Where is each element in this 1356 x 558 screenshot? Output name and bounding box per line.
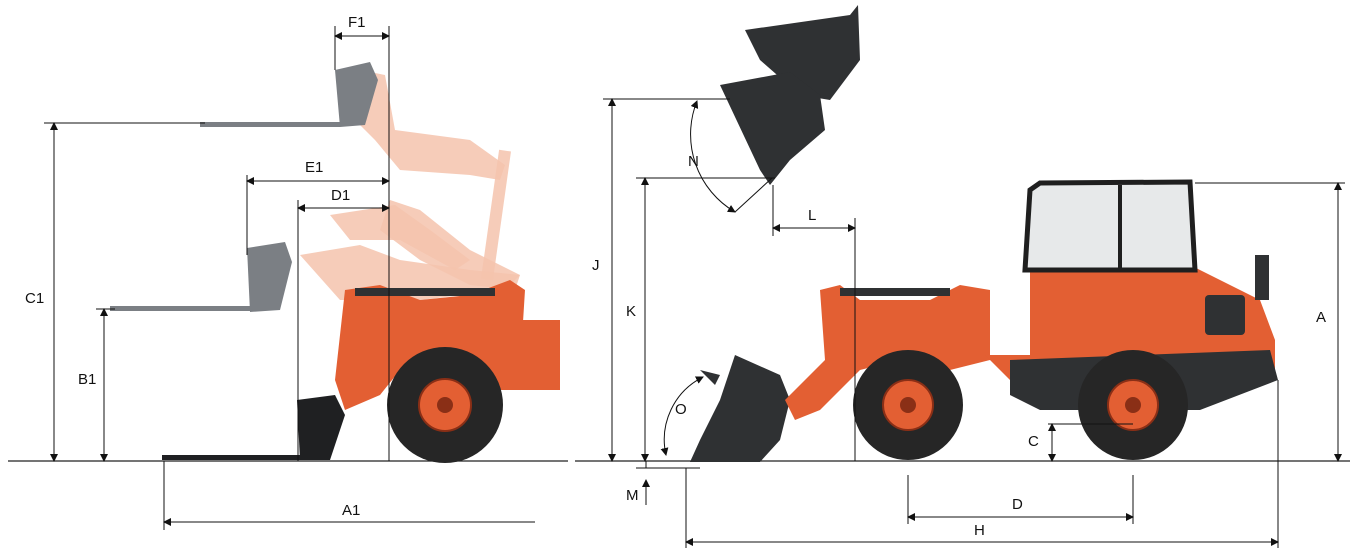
label-o: O bbox=[675, 401, 687, 418]
label-j: J bbox=[592, 257, 600, 274]
label-d: D bbox=[1012, 496, 1023, 513]
cab bbox=[1022, 179, 1269, 300]
fork-top bbox=[200, 62, 378, 127]
label-m: M bbox=[626, 487, 639, 504]
label-e1: E1 bbox=[305, 159, 323, 176]
label-c: C bbox=[1028, 433, 1039, 450]
fork-ground bbox=[162, 395, 345, 460]
label-k: K bbox=[626, 303, 636, 320]
ghost-arm-mid bbox=[330, 205, 470, 270]
label-l: L bbox=[808, 207, 816, 224]
label-n: N bbox=[688, 153, 699, 170]
label-c1: C1 bbox=[25, 290, 44, 307]
label-d1: D1 bbox=[331, 187, 350, 204]
label-b1: B1 bbox=[78, 371, 96, 388]
dim-arc-o bbox=[660, 376, 704, 456]
wheel-left bbox=[387, 347, 503, 463]
loader-arm-right bbox=[785, 285, 990, 420]
label-h: H bbox=[974, 522, 985, 539]
angle-line-n bbox=[734, 177, 773, 213]
wheel-front-right bbox=[853, 350, 963, 460]
ghost-boom-raised bbox=[300, 70, 520, 300]
label-a1: A1 bbox=[342, 502, 360, 519]
wheel-rear-right bbox=[1078, 350, 1188, 460]
dim-arc-n bbox=[690, 100, 736, 213]
label-a: A bbox=[1316, 309, 1326, 326]
fork-mid bbox=[110, 242, 292, 312]
bucket-raised-dump bbox=[720, 72, 825, 185]
bucket-ground bbox=[690, 355, 790, 462]
bucket-raised-top bbox=[745, 5, 860, 100]
label-f1: F1 bbox=[348, 14, 366, 31]
